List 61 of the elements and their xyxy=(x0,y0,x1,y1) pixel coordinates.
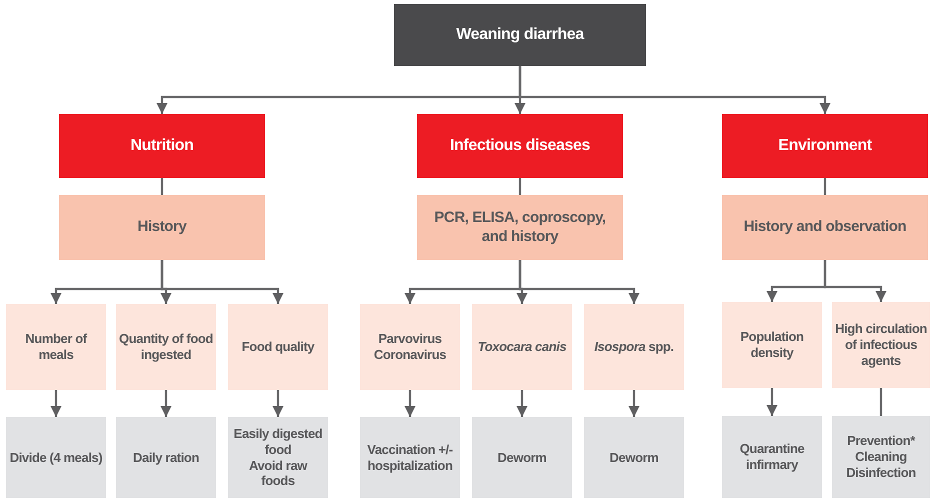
cause-box xyxy=(116,304,216,390)
box-text: Deworm xyxy=(498,450,546,466)
connector-arrow xyxy=(160,390,172,417)
box-text: Easily digested food xyxy=(232,426,324,458)
cause-box xyxy=(360,304,460,390)
box-text: Disinfection xyxy=(846,464,916,481)
box-text: Quarantine infirmary xyxy=(738,441,806,473)
box-text: Weaning diarrhea xyxy=(456,25,584,45)
cat-box xyxy=(417,114,623,178)
box-text: Food quality xyxy=(242,339,314,355)
action-box xyxy=(832,416,930,498)
cat-box xyxy=(59,114,265,178)
connector-arrow xyxy=(50,390,62,417)
box-text: PCR, ELISA, coproscopy, and history xyxy=(433,209,607,246)
connector-arrow xyxy=(518,66,830,114)
box-text: Daily ration xyxy=(133,450,199,466)
box-text: High circulation of infectious agents xyxy=(835,321,927,369)
cause-box xyxy=(472,304,572,390)
action-box xyxy=(360,417,460,498)
box-text: Cleaning xyxy=(855,449,907,465)
box-text: Population density xyxy=(739,329,805,361)
connector-arrow xyxy=(272,390,284,417)
connector-arrow xyxy=(628,390,640,417)
connector-arrow xyxy=(824,260,886,302)
cause-box xyxy=(722,302,822,388)
action-box xyxy=(472,417,572,498)
box-text: Isospora spp. xyxy=(594,339,674,355)
connector-arrow xyxy=(404,390,416,417)
box-text: Avoid raw foods xyxy=(248,458,308,490)
box-text: History xyxy=(138,218,186,237)
box-text: Vaccination +/- hospitalization xyxy=(366,442,454,474)
box-text: Prevention* xyxy=(847,433,915,450)
box-text: Parvovirus xyxy=(378,331,442,347)
connector-arrow xyxy=(766,388,778,416)
connector-arrow xyxy=(160,260,284,304)
action-box xyxy=(228,417,328,498)
box-text: History and observation xyxy=(744,218,906,237)
cause-box xyxy=(228,304,328,390)
box-text: Infectious diseases xyxy=(450,136,590,156)
cause-box xyxy=(584,304,684,390)
box-text: Coronavirus xyxy=(374,347,446,363)
connector-arrow xyxy=(518,260,640,304)
connector-arrow xyxy=(516,390,528,417)
box-text: Nutrition xyxy=(130,136,194,156)
box-text: Number of meals xyxy=(24,331,88,363)
box-text: Divide (4 meals) xyxy=(10,450,102,466)
cause-box xyxy=(832,302,930,388)
action-box xyxy=(584,417,684,498)
box-text: Deworm xyxy=(610,450,658,466)
method-box xyxy=(59,195,265,260)
action-box xyxy=(116,417,216,498)
action-box xyxy=(6,417,106,498)
method-box xyxy=(722,195,928,260)
top-box xyxy=(394,4,646,66)
cat-box xyxy=(722,114,928,178)
method-box xyxy=(417,195,623,260)
action-box xyxy=(722,416,822,498)
box-text: Environment xyxy=(778,136,872,156)
cause-box xyxy=(6,304,106,390)
box-text: Quantity of food ingested xyxy=(119,331,213,363)
box-text: Toxocara canis xyxy=(478,339,566,355)
